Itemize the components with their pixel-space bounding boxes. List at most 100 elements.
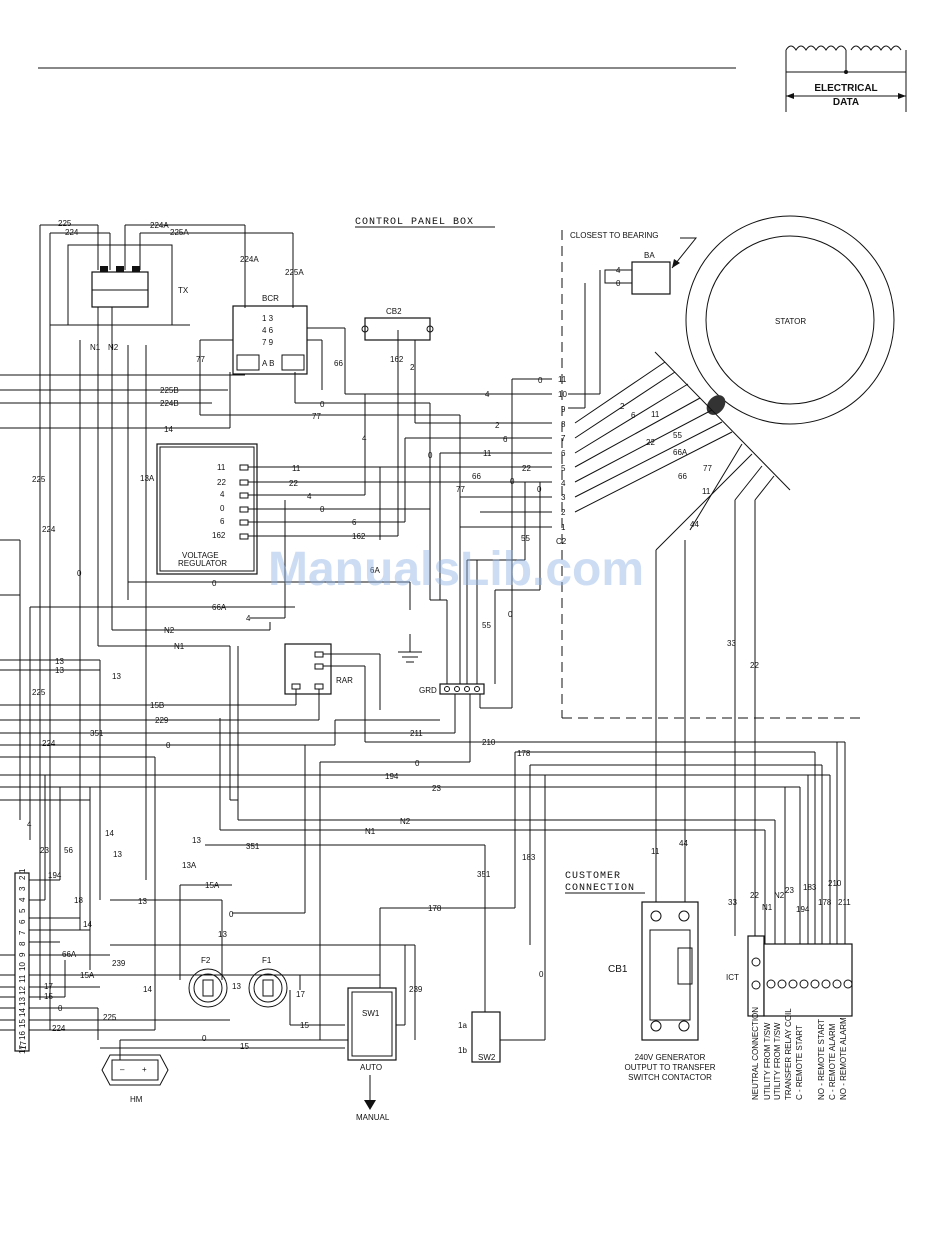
svg-text:6: 6 xyxy=(18,919,27,924)
svg-text:23: 23 xyxy=(40,846,49,855)
c2-pin-5: 5 xyxy=(561,464,566,473)
svg-text:178: 178 xyxy=(818,898,832,907)
svg-text:225: 225 xyxy=(32,688,46,697)
f2-label: F2 xyxy=(201,956,211,965)
svg-text:N2: N2 xyxy=(108,343,119,352)
c2-wires xyxy=(345,270,601,528)
svg-text:0: 0 xyxy=(166,741,171,750)
svg-text:13A: 13A xyxy=(140,474,155,483)
svg-text:14: 14 xyxy=(18,1008,27,1017)
svg-text:1: 1 xyxy=(18,868,27,873)
voltage-regulator: VOLTAGE REGULATOR 11 22 4 0 6 162 xyxy=(156,330,540,575)
cb1-label: CB1 xyxy=(608,964,628,975)
svg-text:2: 2 xyxy=(18,875,27,880)
svg-text:N1: N1 xyxy=(762,903,773,912)
svg-text:4: 4 xyxy=(246,614,251,623)
wiring-harness xyxy=(0,224,845,1060)
svg-text:N2: N2 xyxy=(400,817,411,826)
svg-text:55: 55 xyxy=(673,431,682,440)
svg-text:33: 33 xyxy=(728,898,737,907)
svg-text:11: 11 xyxy=(651,410,660,419)
rar-relay: RAR xyxy=(284,643,353,695)
vr-terminal-11: 11 xyxy=(217,463,226,472)
svg-text:351: 351 xyxy=(246,842,260,851)
svg-text:66A: 66A xyxy=(62,950,77,959)
svg-text:0: 0 xyxy=(415,759,420,768)
svg-text:10: 10 xyxy=(18,962,27,971)
svg-text:N1: N1 xyxy=(174,642,185,651)
svg-text:0: 0 xyxy=(537,485,542,494)
svg-text:9: 9 xyxy=(18,952,27,957)
svg-text:15: 15 xyxy=(300,1021,309,1030)
ict-fn-no-remote-alarm: NO - REMOTE ALARM xyxy=(839,1017,848,1100)
c2-pin-1: 1 xyxy=(561,523,566,532)
svg-text:22: 22 xyxy=(289,479,298,488)
ba-label: BA xyxy=(644,251,655,260)
svg-text:0: 0 xyxy=(508,610,513,619)
svg-text:11: 11 xyxy=(651,847,660,856)
svg-text:13: 13 xyxy=(55,666,64,675)
svg-text:2: 2 xyxy=(495,421,500,430)
svg-text:1b: 1b xyxy=(458,1046,467,1055)
svg-text:33: 33 xyxy=(727,639,736,648)
svg-text:N2: N2 xyxy=(164,626,175,635)
c2-pin-9: 9 xyxy=(561,405,566,414)
c2-pin-4: 4 xyxy=(561,479,566,488)
svg-text:351: 351 xyxy=(90,729,104,738)
svg-text:0: 0 xyxy=(616,279,621,288)
svg-text:4 6: 4 6 xyxy=(262,326,274,335)
vr-terminal-4: 4 xyxy=(220,490,225,499)
cb2-label: CB2 xyxy=(386,307,402,316)
fuse-f1: F1 xyxy=(248,956,288,1008)
grd-label: GRD xyxy=(419,686,437,695)
c2-pin-2: 2 xyxy=(561,508,566,517)
svg-text:229: 229 xyxy=(155,716,169,725)
vr-label-1: VOLTAGE xyxy=(182,551,219,560)
left-connector: 17 xyxy=(14,872,30,1052)
stator-label: STATOR xyxy=(775,317,806,326)
svg-text:0: 0 xyxy=(320,400,325,409)
svg-text:13: 13 xyxy=(113,850,122,859)
svg-text:17: 17 xyxy=(44,982,53,991)
closest-to-bearing-label: CLOSEST TO BEARING xyxy=(570,231,658,240)
switch-sw1: SW1 AUTO MANUAL xyxy=(347,987,397,1122)
svg-text:1 3: 1 3 xyxy=(262,314,274,323)
svg-text:66A: 66A xyxy=(212,603,227,612)
svg-text:162: 162 xyxy=(352,532,366,541)
svg-text:7 9: 7 9 xyxy=(262,338,274,347)
ict-label: ICT xyxy=(726,973,739,982)
svg-text:77: 77 xyxy=(703,464,712,473)
svg-text:A B: A B xyxy=(262,359,274,368)
ict-fn-utility-1: UTILITY FROM T/SW xyxy=(763,1022,772,1100)
svg-text:15: 15 xyxy=(18,1019,27,1028)
svg-text:44: 44 xyxy=(690,520,699,529)
svg-text:14: 14 xyxy=(164,425,173,434)
svg-text:15B: 15B xyxy=(150,701,164,710)
svg-text:4: 4 xyxy=(307,492,312,501)
watermark: ManualsLib.com xyxy=(268,543,644,596)
hour-meter: HM – + xyxy=(101,1054,169,1104)
cb1-desc-2: OUTPUT TO TRANSFER xyxy=(625,1063,716,1072)
svg-text:55: 55 xyxy=(482,621,491,630)
svg-text:194: 194 xyxy=(796,905,810,914)
svg-text:N2: N2 xyxy=(774,891,785,900)
svg-text:224: 224 xyxy=(42,525,56,534)
sw1-auto-label: AUTO xyxy=(360,1063,382,1072)
svg-text:224: 224 xyxy=(65,228,79,237)
svg-text:0: 0 xyxy=(320,505,325,514)
svg-text:15A: 15A xyxy=(205,881,220,890)
svg-text:6: 6 xyxy=(352,518,357,527)
cb1-breaker: CB1 240V GENERATOR OUTPUT TO TRANSFER SW… xyxy=(608,901,716,1082)
c2-pin-7: 7 xyxy=(561,434,566,443)
svg-text:–: – xyxy=(120,1065,125,1074)
svg-text:13: 13 xyxy=(138,897,147,906)
svg-text:210: 210 xyxy=(482,738,496,747)
svg-text:8: 8 xyxy=(18,941,27,946)
customer-connection-1: CUSTOMER xyxy=(565,871,621,882)
cb1-desc-3: SWITCH CONTACTOR xyxy=(628,1073,712,1082)
control-panel-box-title: CONTROL PANEL BOX xyxy=(355,217,474,228)
svg-text:N1: N1 xyxy=(365,827,376,836)
arrow-down-icon xyxy=(364,1100,376,1110)
svg-text:14: 14 xyxy=(83,920,92,929)
svg-text:44: 44 xyxy=(679,839,688,848)
